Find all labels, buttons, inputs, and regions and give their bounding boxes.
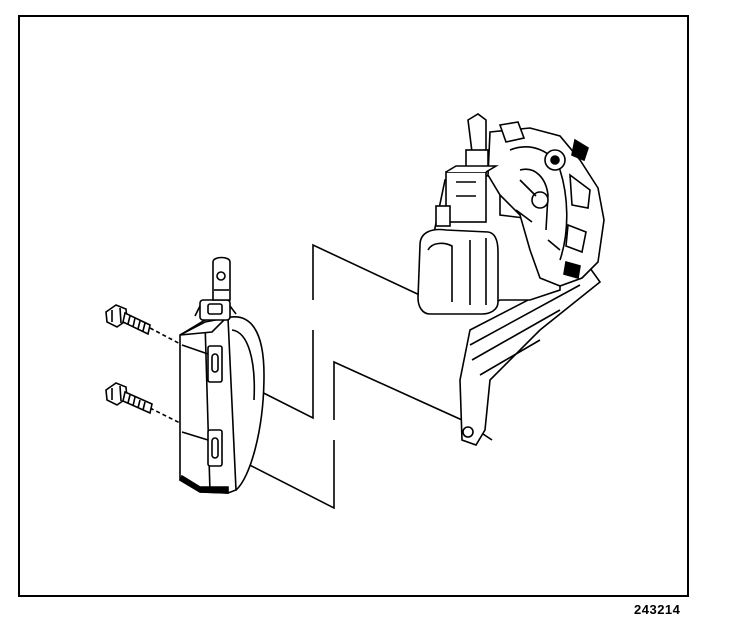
diagram-frame [18,15,689,597]
bolt-icon [105,304,151,336]
lock-actuator-icon [178,256,265,494]
door-latch-assembly-icon [417,113,605,446]
bolt-icon [105,382,153,415]
leader-line-upper [221,243,427,420]
figure-number: 243214 [634,602,681,617]
